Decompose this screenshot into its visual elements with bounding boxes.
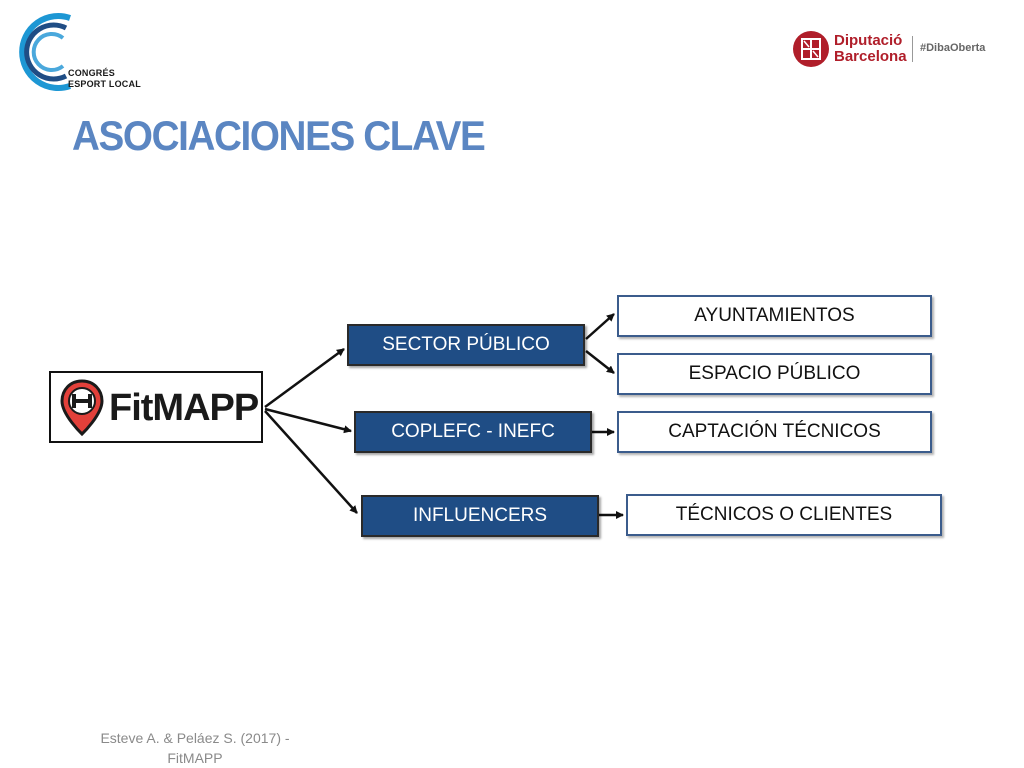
congres-logo-line1: CONGRÉS	[68, 68, 115, 78]
congres-esport-local-logo: CONGRÉS ESPORT LOCAL	[18, 12, 158, 92]
arrow-sector-to-ayuntamientos	[585, 313, 615, 340]
arrow-root-to-coplefc	[264, 407, 352, 434]
child-box-ayuntamientos: AYUNTAMIENTOS	[617, 295, 932, 337]
child-label: ESPACIO PÚBLICO	[688, 363, 861, 384]
child-box-tecnicos-o-clientes: TÉCNICOS O CLIENTES	[626, 494, 942, 536]
child-label: AYUNTAMIENTOS	[694, 305, 855, 326]
congres-logo-line2: ESPORT LOCAL	[68, 79, 141, 89]
partner-label: INFLUENCERS	[412, 505, 548, 526]
partner-box-sector-publico: SECTOR PÚBLICO	[347, 324, 585, 366]
congres-arc-icon	[19, 13, 71, 91]
partner-label: SECTOR PÚBLICO	[382, 334, 550, 355]
fitmapp-wordmark: FitMAPP	[109, 387, 259, 429]
child-label: TÉCNICOS O CLIENTES	[675, 504, 893, 525]
child-box-captacion-tecnicos: CAPTACIÓN TÉCNICOS	[617, 411, 932, 453]
fitmapp-logo: FitMAPP	[49, 371, 263, 443]
citation: Esteve A. & Peláez S. (2017) - FitMAPP	[80, 728, 310, 768]
arrow-sector-to-espacio	[585, 350, 615, 374]
citation-line1: Esteve A. & Peláez S. (2017) -	[100, 730, 290, 746]
hashtag-label: #DibaOberta	[920, 42, 986, 54]
partner-box-influencers: INFLUENCERS	[361, 495, 599, 537]
map-pin-dumbbell-icon	[60, 379, 104, 437]
child-box-espacio-publico: ESPACIO PÚBLICO	[617, 353, 932, 395]
diputacio-barcelona-logo: Diputació Barcelona #DibaOberta	[790, 28, 1005, 72]
partner-label: COPLEFC - INEFC	[391, 421, 555, 442]
logo-separator	[912, 36, 913, 62]
diputacio-logo-line2: Barcelona	[834, 48, 907, 65]
partner-box-coplefc-inefc: COPLEFC - INEFC	[354, 411, 592, 453]
arrow-root-to-influencers	[264, 410, 358, 514]
arrow-root-to-sector-publico	[264, 347, 345, 409]
citation-line2: FitMAPP	[167, 750, 223, 766]
child-label: CAPTACIÓN TÉCNICOS	[668, 421, 881, 442]
page-title: ASOCIACIONES CLAVE	[72, 112, 486, 159]
diputacio-logo-line1: Diputació	[834, 32, 903, 49]
diputacio-seal-icon	[793, 31, 829, 67]
